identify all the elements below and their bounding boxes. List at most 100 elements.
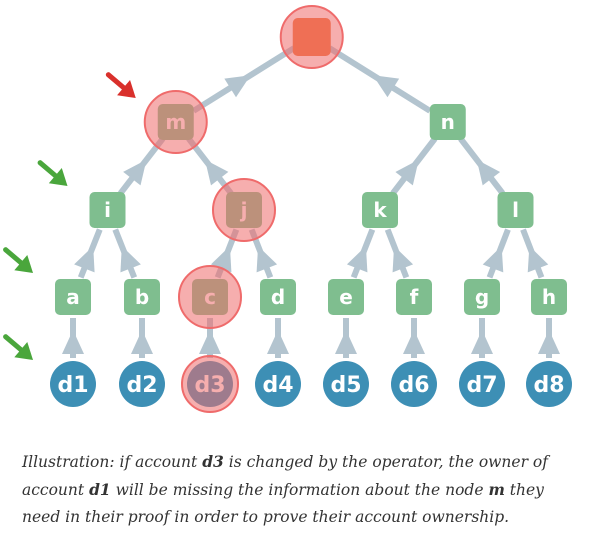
node-label-d: d: [271, 285, 285, 309]
node-label-i: i: [104, 198, 111, 222]
node-label-d5: d5: [330, 373, 361, 398]
node-b: b: [124, 279, 160, 315]
node-label-f: f: [410, 285, 419, 309]
caption: Illustration: if account d3 is changed b…: [22, 448, 582, 531]
node-e: e: [328, 279, 364, 315]
tree-nodes: d1 d2 d3 d4 d5 d6 d7 d8 a b c d e f g h i j k l m n: [50, 5, 572, 413]
arrowhead-d6-to-f: [403, 330, 425, 354]
node-m: m: [143, 90, 208, 154]
node-l: l: [497, 192, 534, 228]
node-label-d8: d8: [533, 373, 564, 398]
node-c: c: [178, 265, 242, 329]
arrowhead-j-to-m: [204, 159, 229, 186]
arrowhead-d3-to-c: [199, 330, 221, 354]
pointer-arrows: [3, 72, 136, 360]
green-pointer-arrow-to-a: [3, 247, 33, 273]
arrowhead-h-to-l: [527, 246, 549, 273]
caption-text-2: is changed by the operator, the owner of…: [22, 453, 548, 499]
arrowhead-a-to-i: [74, 246, 95, 273]
node-label-a: a: [66, 285, 80, 309]
node-d7: d7: [459, 361, 505, 407]
node-f: f: [396, 279, 432, 315]
node-d1: d1: [50, 361, 96, 407]
node-root: [279, 5, 344, 69]
arrowhead-n-to-root: [372, 75, 400, 98]
node-label-d7: d7: [466, 373, 497, 398]
node-d3: d3: [181, 355, 239, 413]
arrowhead-d5-to-e: [335, 330, 357, 354]
leaf-circle: [119, 361, 165, 407]
highlight-j: [212, 178, 276, 242]
node-box: [531, 279, 567, 315]
arrowhead-b-to-i: [120, 246, 141, 273]
node-label-d1: d1: [57, 373, 88, 398]
green-pointer-arrow-to-i: [37, 160, 68, 186]
node-label-d4: d4: [262, 373, 293, 398]
node-d8: d8: [526, 361, 572, 407]
caption-term-d1: d1: [89, 480, 111, 499]
node-d2: d2: [119, 361, 165, 407]
node-a: a: [55, 279, 91, 315]
arrowhead-d8-to-h: [538, 330, 560, 354]
highlight-c: [178, 265, 242, 329]
node-d6: d6: [391, 361, 437, 407]
node-d: d: [260, 279, 296, 315]
caption-text-1: Illustration: if account: [22, 453, 203, 471]
red-pointer-arrow-to-m: [105, 72, 136, 98]
node-label-d2: d2: [126, 373, 157, 398]
node-i: i: [89, 192, 126, 228]
leaf-circle: [526, 361, 572, 407]
node-n: n: [429, 104, 466, 140]
node-d5: d5: [323, 361, 369, 407]
caption-text-4: they need in their proof in order to pro…: [22, 481, 544, 526]
node-box: [55, 279, 91, 315]
node-j: j: [212, 178, 276, 242]
leaf-circle: [391, 361, 437, 407]
arrowhead-e-to-k: [346, 246, 368, 273]
node-box: [124, 279, 160, 315]
node-label-n: n: [441, 110, 455, 134]
node-box: [362, 192, 398, 228]
arrowhead-d1-to-a: [62, 330, 84, 354]
node-box: [429, 104, 466, 140]
node-d4: d4: [255, 361, 301, 407]
node-box: [497, 192, 534, 228]
highlight-m: [143, 90, 208, 154]
arrowhead-d4-to-d: [267, 330, 289, 354]
arrowhead-d-to-j: [256, 246, 278, 273]
arrowhead-d7-to-g: [471, 330, 493, 354]
arrowhead-l-to-n: [476, 159, 501, 186]
node-label-k: k: [373, 198, 387, 222]
arrowhead-g-to-l: [482, 246, 504, 273]
node-box: [464, 279, 500, 315]
node-box: [260, 279, 296, 315]
tree-edges: [62, 45, 560, 358]
leaf-circle: [255, 361, 301, 407]
leaf-circle: [323, 361, 369, 407]
node-h: h: [531, 279, 567, 315]
highlight-d3: [181, 355, 239, 413]
node-k: k: [362, 192, 398, 228]
node-box: [89, 192, 126, 228]
arrowhead-m-to-root: [224, 75, 251, 98]
node-label-e: e: [339, 285, 353, 309]
arrowhead-i-to-m: [123, 159, 147, 186]
leaf-circle: [50, 361, 96, 407]
caption-term-d3: d3: [202, 452, 224, 471]
caption-term-m: m: [488, 480, 505, 499]
node-box: [396, 279, 432, 315]
arrowhead-d2-to-b: [131, 330, 153, 354]
arrowhead-f-to-k: [392, 246, 414, 273]
caption-text-3: will be missing the information about th…: [110, 481, 489, 499]
node-label-b: b: [135, 285, 149, 309]
leaf-circle: [459, 361, 505, 407]
node-box: [328, 279, 364, 315]
node-label-h: h: [542, 285, 556, 309]
highlight-root: [279, 5, 344, 69]
arrowhead-k-to-n: [395, 159, 419, 186]
node-label-l: l: [512, 198, 519, 222]
green-pointer-arrow-to-d1: [3, 334, 33, 360]
merkle-tree-diagram: d1 d2 d3 d4 d5 d6 d7 d8 a b c d e f g h i j k l m n: [3, 5, 572, 413]
node-label-d6: d6: [398, 373, 429, 398]
node-label-g: g: [475, 285, 489, 309]
